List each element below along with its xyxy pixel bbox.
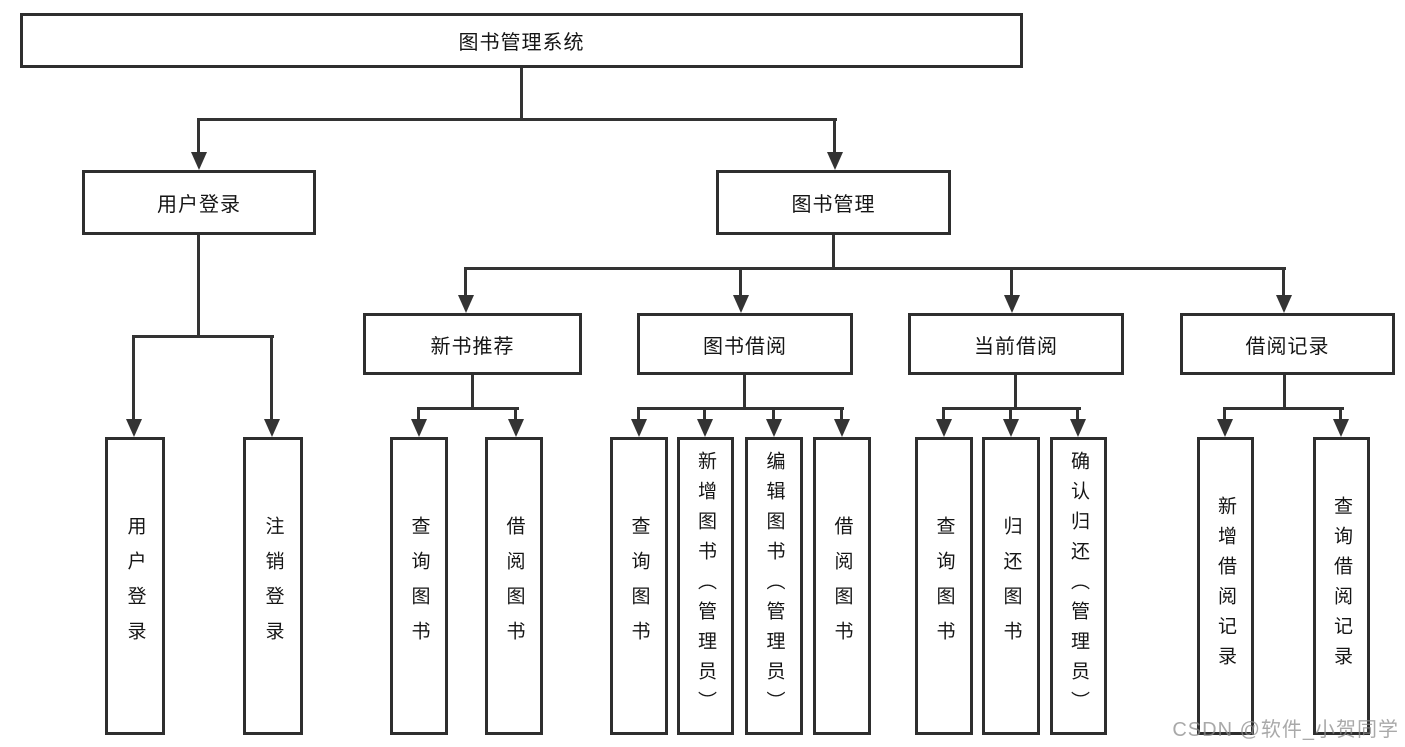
connector-line bbox=[1283, 375, 1286, 410]
arrow-down-icon bbox=[1333, 419, 1349, 437]
connector-line bbox=[1223, 407, 1226, 423]
arrow-down-icon bbox=[1003, 419, 1019, 437]
connector-line bbox=[840, 407, 843, 423]
connector-line bbox=[132, 335, 274, 338]
connector-line bbox=[197, 118, 837, 121]
connector-line bbox=[832, 235, 835, 270]
arrow-down-icon bbox=[1276, 295, 1292, 313]
connector-line bbox=[520, 68, 523, 120]
connector-line bbox=[464, 267, 467, 299]
leaf-query-books-borrowing: 查询图书 bbox=[610, 437, 668, 735]
node-book-management: 图书管理 bbox=[716, 170, 951, 235]
connector-line bbox=[637, 407, 640, 423]
connector-line bbox=[514, 407, 517, 423]
connector-line bbox=[1339, 407, 1342, 423]
connector-line bbox=[197, 118, 200, 156]
connector-line bbox=[417, 407, 420, 423]
connector-line bbox=[772, 407, 775, 423]
leaf-user-login: 用户登录 bbox=[105, 437, 165, 735]
arrow-down-icon bbox=[766, 419, 782, 437]
connector-line bbox=[1010, 267, 1013, 299]
arrow-down-icon bbox=[264, 419, 280, 437]
leaf-add-books-admin: 新增图书（管理员） bbox=[677, 437, 734, 735]
leaf-logout: 注销登录 bbox=[243, 437, 303, 735]
connector-line bbox=[1009, 407, 1012, 423]
leaf-query-borrow-record: 查询借阅记录 bbox=[1313, 437, 1370, 735]
connector-line bbox=[703, 407, 706, 423]
connector-line bbox=[743, 375, 746, 410]
connector-line bbox=[471, 375, 474, 410]
arrow-down-icon bbox=[827, 152, 843, 170]
connector-line bbox=[464, 267, 1286, 270]
connector-line bbox=[197, 235, 200, 338]
arrow-down-icon bbox=[631, 419, 647, 437]
arrow-down-icon bbox=[458, 295, 474, 313]
connector-line bbox=[1014, 375, 1017, 410]
leaf-confirm-return-admin: 确认归还（管理员） bbox=[1050, 437, 1107, 735]
arrow-down-icon bbox=[936, 419, 952, 437]
arrow-down-icon bbox=[1070, 419, 1086, 437]
arrow-down-icon bbox=[1217, 419, 1233, 437]
connector-line bbox=[270, 335, 273, 421]
connector-line bbox=[942, 407, 945, 423]
connector-line bbox=[417, 407, 519, 410]
arrow-down-icon bbox=[697, 419, 713, 437]
leaf-add-borrow-record: 新增借阅记录 bbox=[1197, 437, 1254, 735]
connector-line bbox=[833, 118, 836, 156]
connector-line bbox=[1076, 407, 1079, 423]
node-new-book-recommendation: 新书推荐 bbox=[363, 313, 582, 375]
leaf-borrow-books: 借阅图书 bbox=[813, 437, 871, 735]
connector-line bbox=[1282, 267, 1285, 299]
csdn-watermark: CSDN @软件_小贺同学 bbox=[1172, 719, 1399, 741]
leaf-edit-books-admin: 编辑图书（管理员） bbox=[745, 437, 803, 735]
arrow-down-icon bbox=[1004, 295, 1020, 313]
leaf-return-books: 归还图书 bbox=[982, 437, 1040, 735]
arrow-down-icon bbox=[411, 419, 427, 437]
arrow-down-icon bbox=[733, 295, 749, 313]
connector-line bbox=[637, 407, 844, 410]
node-root: 图书管理系统 bbox=[20, 13, 1023, 68]
connector-line bbox=[132, 335, 135, 421]
arrow-down-icon bbox=[508, 419, 524, 437]
connector-line bbox=[1223, 407, 1344, 410]
node-book-borrowing: 图书借阅 bbox=[637, 313, 853, 375]
arrow-down-icon bbox=[191, 152, 207, 170]
leaf-query-books-current: 查询图书 bbox=[915, 437, 973, 735]
node-borrowing-records: 借阅记录 bbox=[1180, 313, 1395, 375]
leaf-borrow-books-recommend: 借阅图书 bbox=[485, 437, 543, 735]
arrow-down-icon bbox=[126, 419, 142, 437]
connector-line bbox=[739, 267, 742, 299]
leaf-query-books-recommend: 查询图书 bbox=[390, 437, 448, 735]
node-user-login: 用户登录 bbox=[82, 170, 316, 235]
node-current-borrowing: 当前借阅 bbox=[908, 313, 1124, 375]
arrow-down-icon bbox=[834, 419, 850, 437]
